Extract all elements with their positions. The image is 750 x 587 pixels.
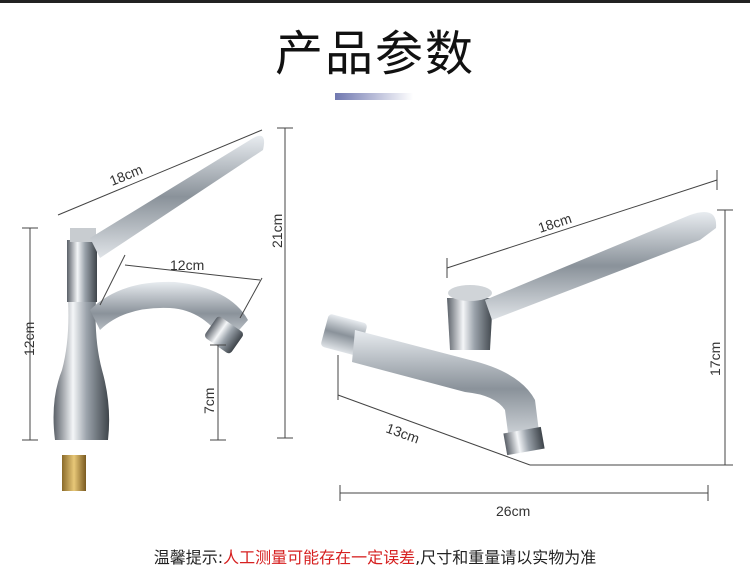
dim-label-right-height: 17cm [707, 342, 723, 376]
dim-label-left-handle: 18cm [107, 161, 145, 189]
top-divider [0, 0, 750, 3]
dim-label-body-height: 12cm [21, 322, 37, 356]
note-suffix: ,尺寸和重量请以实物为准 [415, 548, 597, 567]
title-underline [335, 93, 413, 100]
dim-label-total-length: 26cm [496, 503, 530, 519]
measurement-note: 温馨提示:人工测量可能存在一定误差,尺寸和重量请以实物为准 [0, 544, 750, 568]
note-warning: 人工测量可能存在一定误差 [223, 548, 416, 567]
dim-label-spout-reach: 12cm [170, 257, 204, 273]
dim-line-handle [57, 129, 263, 216]
basin-faucet-image [53, 135, 265, 491]
page-title: 产品参数 [274, 26, 475, 82]
dim-label-right-handle: 18cm [536, 210, 574, 236]
note-prefix: 温馨提示: [153, 548, 224, 567]
dim-line-spout-reach [124, 264, 261, 281]
dim-label-total-height: 21cm [269, 214, 285, 248]
dim-line-spout-length [337, 394, 531, 466]
dim-label-spout-height: 7cm [201, 388, 217, 414]
wall-faucet-image [321, 211, 717, 456]
dim-line-right-handle [446, 179, 718, 269]
